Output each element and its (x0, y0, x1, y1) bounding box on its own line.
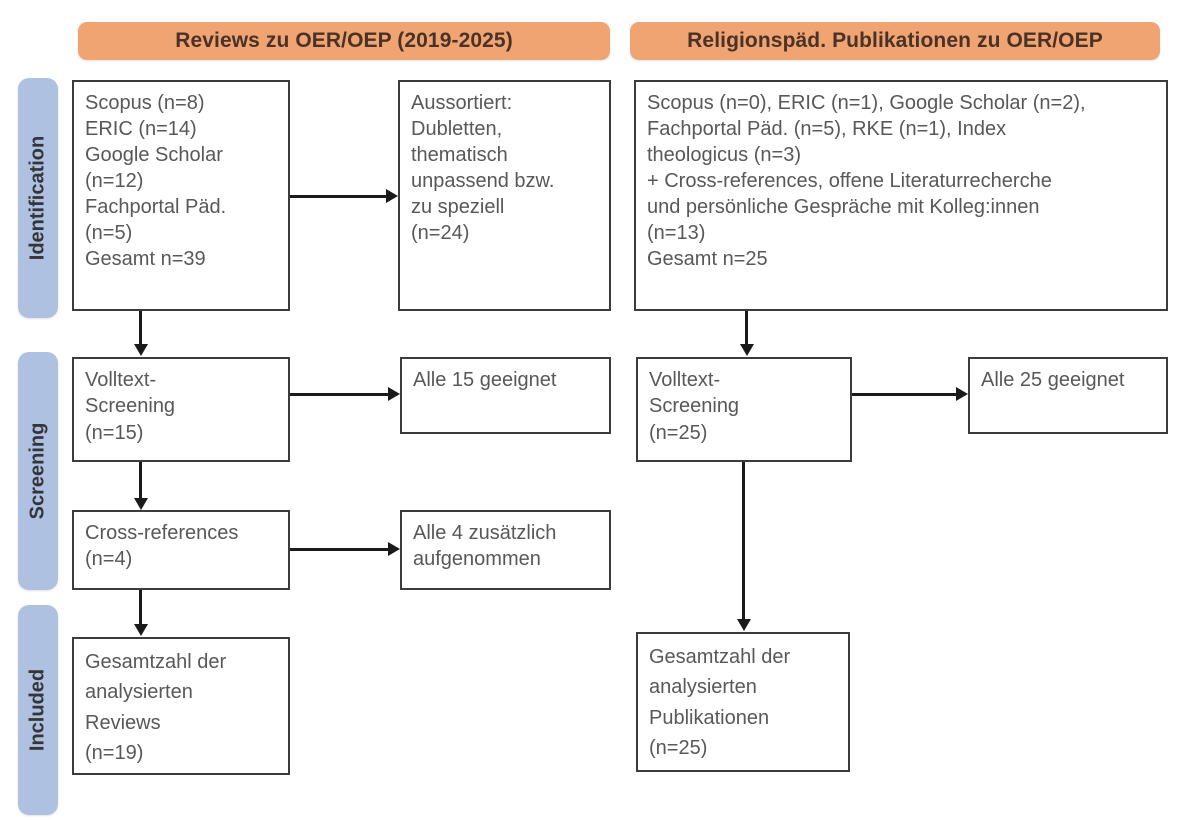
box-left-included-total: Gesamtzahl der analysierten Reviews (n=1… (72, 637, 290, 775)
stage-tab-included: Included (18, 605, 58, 815)
stage-tab-identification: Identification (18, 78, 58, 318)
box-left-crossreferences-result: Alle 4 zusätzlich aufgenommen (400, 510, 611, 590)
arrowhead-right-fulltext-to-result (956, 387, 968, 401)
box-left-fulltext-result: Alle 15 geeignet (400, 357, 611, 434)
connector-left-fulltext-to-crossrefs (139, 462, 142, 499)
arrowhead-left-crossrefs-to-result (388, 542, 400, 556)
column-banner-right: Religionspäd. Publikationen zu OER/OEP (630, 22, 1160, 60)
arrowhead-right-fulltext-to-included (737, 619, 751, 631)
column-banner-left: Reviews zu OER/OEP (2019-2025) (78, 22, 610, 60)
box-left-excluded: Aussortiert: Dubletten, thematisch unpas… (398, 80, 611, 311)
box-left-sources: Scopus (n=8) ERIC (n=14) Google Scholar … (72, 80, 290, 311)
arrowhead-left-fulltext-to-result (388, 387, 400, 401)
connector-right-fulltext-to-result (852, 393, 956, 396)
box-right-fulltext-screening: Volltext- Screening (n=25) (636, 357, 852, 462)
stage-label-identification: Identification (26, 135, 49, 261)
connector-left-sources-to-excluded (290, 195, 386, 198)
connector-left-fulltext-to-result (290, 393, 388, 396)
arrowhead-left-sources-to-fulltext (134, 344, 148, 356)
arrowhead-right-sources-to-fulltext (740, 344, 754, 356)
box-right-sources: Scopus (n=0), ERIC (n=1), Google Scholar… (634, 80, 1168, 311)
connector-right-sources-to-fulltext (745, 311, 748, 345)
arrowhead-left-crossrefs-to-included (134, 624, 148, 636)
stage-label-included: Included (26, 668, 49, 752)
connector-left-crossrefs-to-included (139, 590, 142, 625)
stage-label-screening: Screening (26, 422, 49, 520)
arrowhead-left-sources-to-excluded (386, 189, 398, 203)
box-right-fulltext-result: Alle 25 geeignet (968, 357, 1168, 434)
connector-left-sources-to-fulltext (139, 311, 142, 345)
box-left-fulltext-screening: Volltext- Screening (n=15) (72, 357, 290, 462)
connector-right-fulltext-to-included (742, 462, 745, 620)
arrowhead-left-fulltext-to-crossrefs (134, 498, 148, 510)
connector-left-crossrefs-to-result (290, 548, 388, 551)
stage-tab-screening: Screening (18, 352, 58, 590)
box-right-included-total: Gesamtzahl der analysierten Publikatione… (636, 632, 850, 772)
box-left-crossreferences: Cross-references (n=4) (72, 510, 290, 590)
